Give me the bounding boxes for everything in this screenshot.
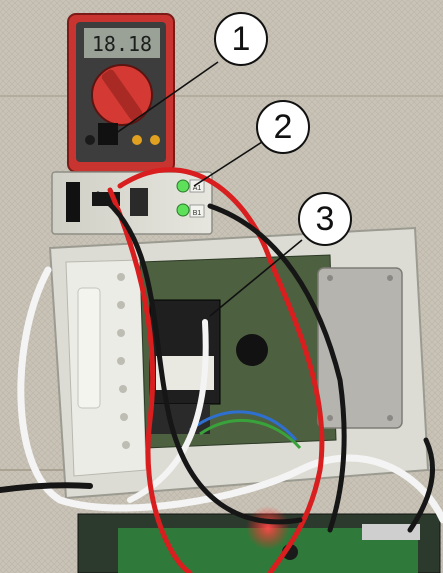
indicator-led-a1	[176, 179, 190, 193]
cables	[0, 167, 443, 573]
indicator-led-b1	[176, 203, 190, 217]
callout-1-label: 1	[231, 19, 251, 58]
multimeter-display: 18.18	[92, 32, 152, 56]
callout-3-label: 3	[315, 199, 335, 238]
led-label-b1: B1	[193, 210, 202, 217]
lower-board	[77, 506, 441, 573]
led-label-a1: A1	[193, 185, 202, 192]
multimeter: 18.18	[67, 13, 175, 173]
leader-lines	[111, 61, 303, 317]
callout-2: 2	[256, 100, 310, 154]
callout-1: 1	[214, 12, 268, 66]
callout-3: 3	[298, 192, 352, 246]
callout-2-label: 2	[273, 107, 293, 146]
